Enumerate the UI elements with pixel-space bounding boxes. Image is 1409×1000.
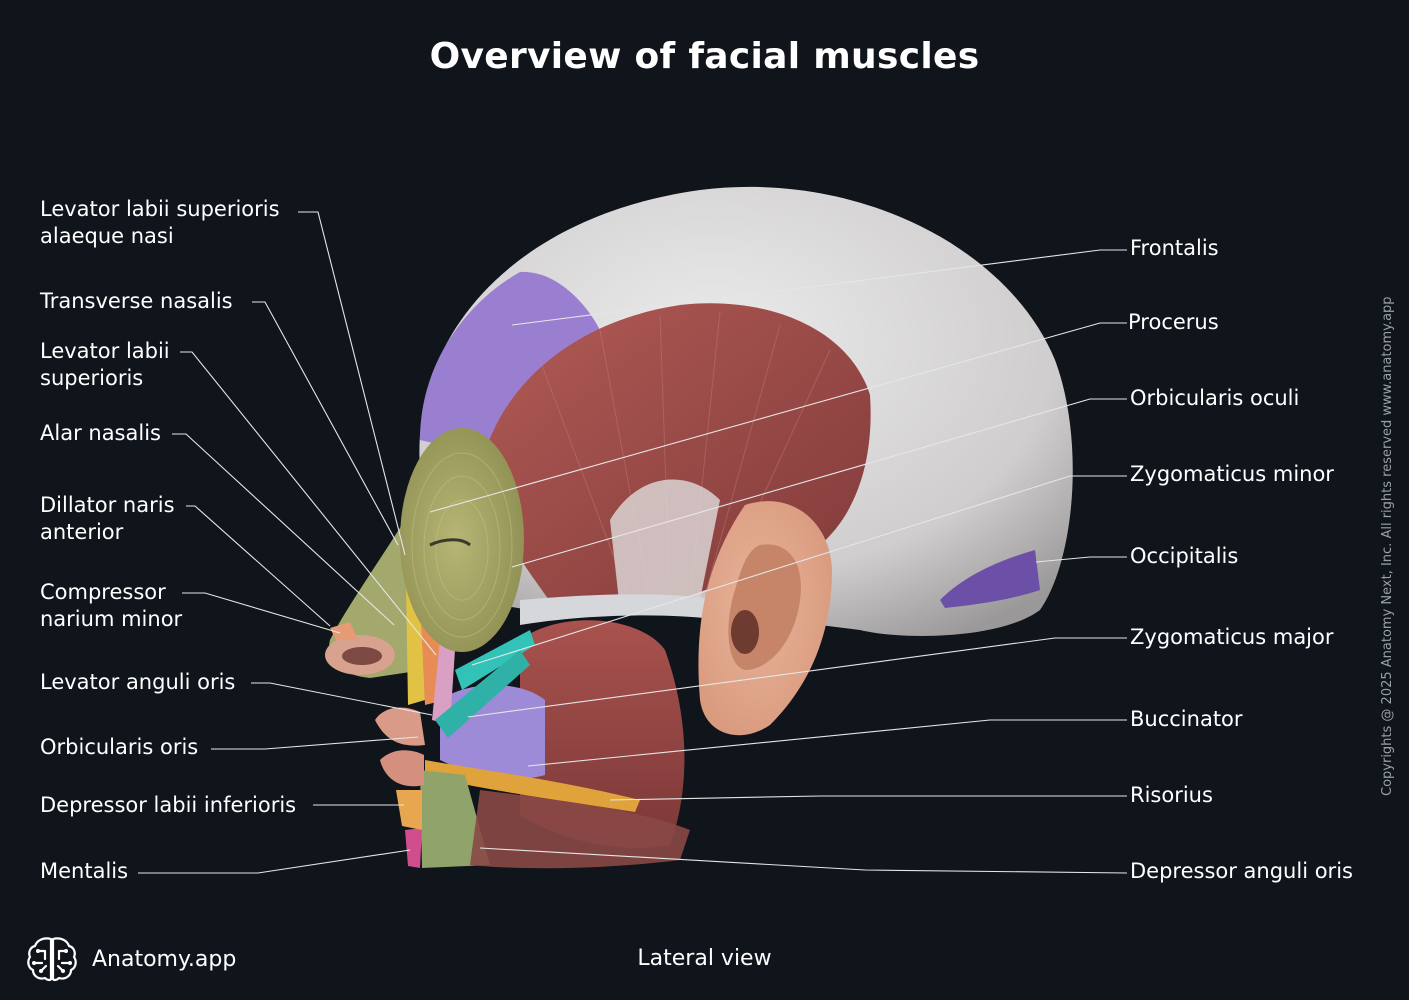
label-levator-anguli-oris: Levator anguli oris (40, 669, 235, 696)
label-line: Dillator naris (40, 493, 175, 517)
temporalis-tendon-shape (610, 479, 720, 610)
label-line: Alar nasalis (40, 421, 161, 445)
label-line: Compressor (40, 580, 166, 604)
orbicularis-rings (411, 452, 513, 638)
label-frontalis: Frontalis (1130, 235, 1219, 262)
label-dillator-naris-anterior: Dillator naris anterior (40, 492, 175, 546)
label-risorius: Risorius (1130, 782, 1213, 809)
label-line: Zygomaticus minor (1130, 462, 1334, 486)
label-line: anterior (40, 520, 124, 544)
mentalis-shape (405, 828, 422, 868)
label-line: Transverse nasalis (40, 289, 233, 313)
label-line: Orbicularis oris (40, 735, 199, 759)
brain-logo-icon (27, 937, 77, 982)
buccinator-shape (440, 685, 545, 780)
leader-lines (138, 211, 1128, 874)
label-mentalis: Mentalis (40, 858, 128, 885)
label-levator-labii-superioris: Levator labii superioris (40, 338, 170, 392)
label-line: Orbicularis oculi (1130, 386, 1300, 410)
label-line: Levator labii superioris (40, 197, 280, 221)
alar-nasalis-shape (330, 622, 358, 640)
upper-lip-shape (375, 707, 425, 746)
label-depressor-labii-inferioris: Depressor labii inferioris (40, 792, 296, 819)
occipitalis-shape (940, 550, 1040, 608)
label-transverse-nasalis: Transverse nasalis (40, 288, 233, 315)
brand[interactable]: Anatomy.app (26, 934, 236, 984)
lower-lip-shape (380, 750, 424, 787)
label-orbicularis-oculi: Orbicularis oculi (1130, 385, 1299, 412)
depressor-anguli-oris-shape (420, 770, 490, 868)
label-buccinator: Buccinator (1130, 706, 1243, 733)
label-line: Depressor anguli oris (1130, 859, 1353, 883)
zygomatic-arch-shape (520, 594, 722, 625)
label-occipitalis: Occipitalis (1130, 543, 1238, 570)
label-line: Frontalis (1130, 236, 1219, 260)
label-levator-labii-superioris-alaeque-nasi: Levator labii superioris alaeque nasi (40, 196, 280, 250)
zygomaticus-minor-shape (455, 630, 535, 690)
label-line: Risorius (1130, 783, 1213, 807)
platysma-jaw-shape (470, 790, 690, 869)
ear-canal-shape (731, 610, 759, 654)
label-line: Zygomaticus major (1130, 625, 1334, 649)
label-line: alaeque nasi (40, 224, 174, 248)
label-orbicularis-oris: Orbicularis oris (40, 734, 198, 761)
label-line: narium minor (40, 607, 183, 631)
brand-name: Anatomy.app (92, 946, 237, 972)
zygomaticus-major-shape (435, 650, 530, 738)
label-line: superioris (40, 366, 144, 390)
label-zygomaticus-major: Zygomaticus major (1130, 624, 1334, 651)
label-alar-nasalis: Alar nasalis (40, 420, 161, 447)
label-line: Occipitalis (1130, 544, 1239, 568)
label-line: Levator anguli oris (40, 670, 236, 694)
risorius-shape (425, 760, 640, 812)
levator-anguli-oris-shape (432, 640, 455, 725)
depressor-labii-shape (396, 790, 422, 830)
label-depressor-anguli-oris: Depressor anguli oris (1130, 858, 1353, 885)
eyelid-shape (429, 538, 471, 547)
diagram-title: Overview of facial muscles (429, 36, 980, 77)
nostril-hole-shape (342, 647, 382, 665)
label-line: Depressor labii inferioris (40, 793, 297, 817)
label-compressor-narium-minor: Compressor narium minor (40, 579, 182, 633)
label-procerus: Procerus (1128, 309, 1219, 336)
frontalis-shape (420, 271, 600, 450)
label-line: Levator labii (40, 339, 170, 363)
copyright-notice: Copyrights @ 2025 Anatomy Next, Inc. All… (1380, 296, 1395, 796)
label-line: Mentalis (40, 859, 129, 883)
view-caption: Lateral view (637, 946, 772, 971)
label-zygomaticus-minor: Zygomaticus minor (1130, 461, 1334, 488)
label-line: Buccinator (1130, 707, 1243, 731)
label-line: Procerus (1128, 310, 1219, 334)
